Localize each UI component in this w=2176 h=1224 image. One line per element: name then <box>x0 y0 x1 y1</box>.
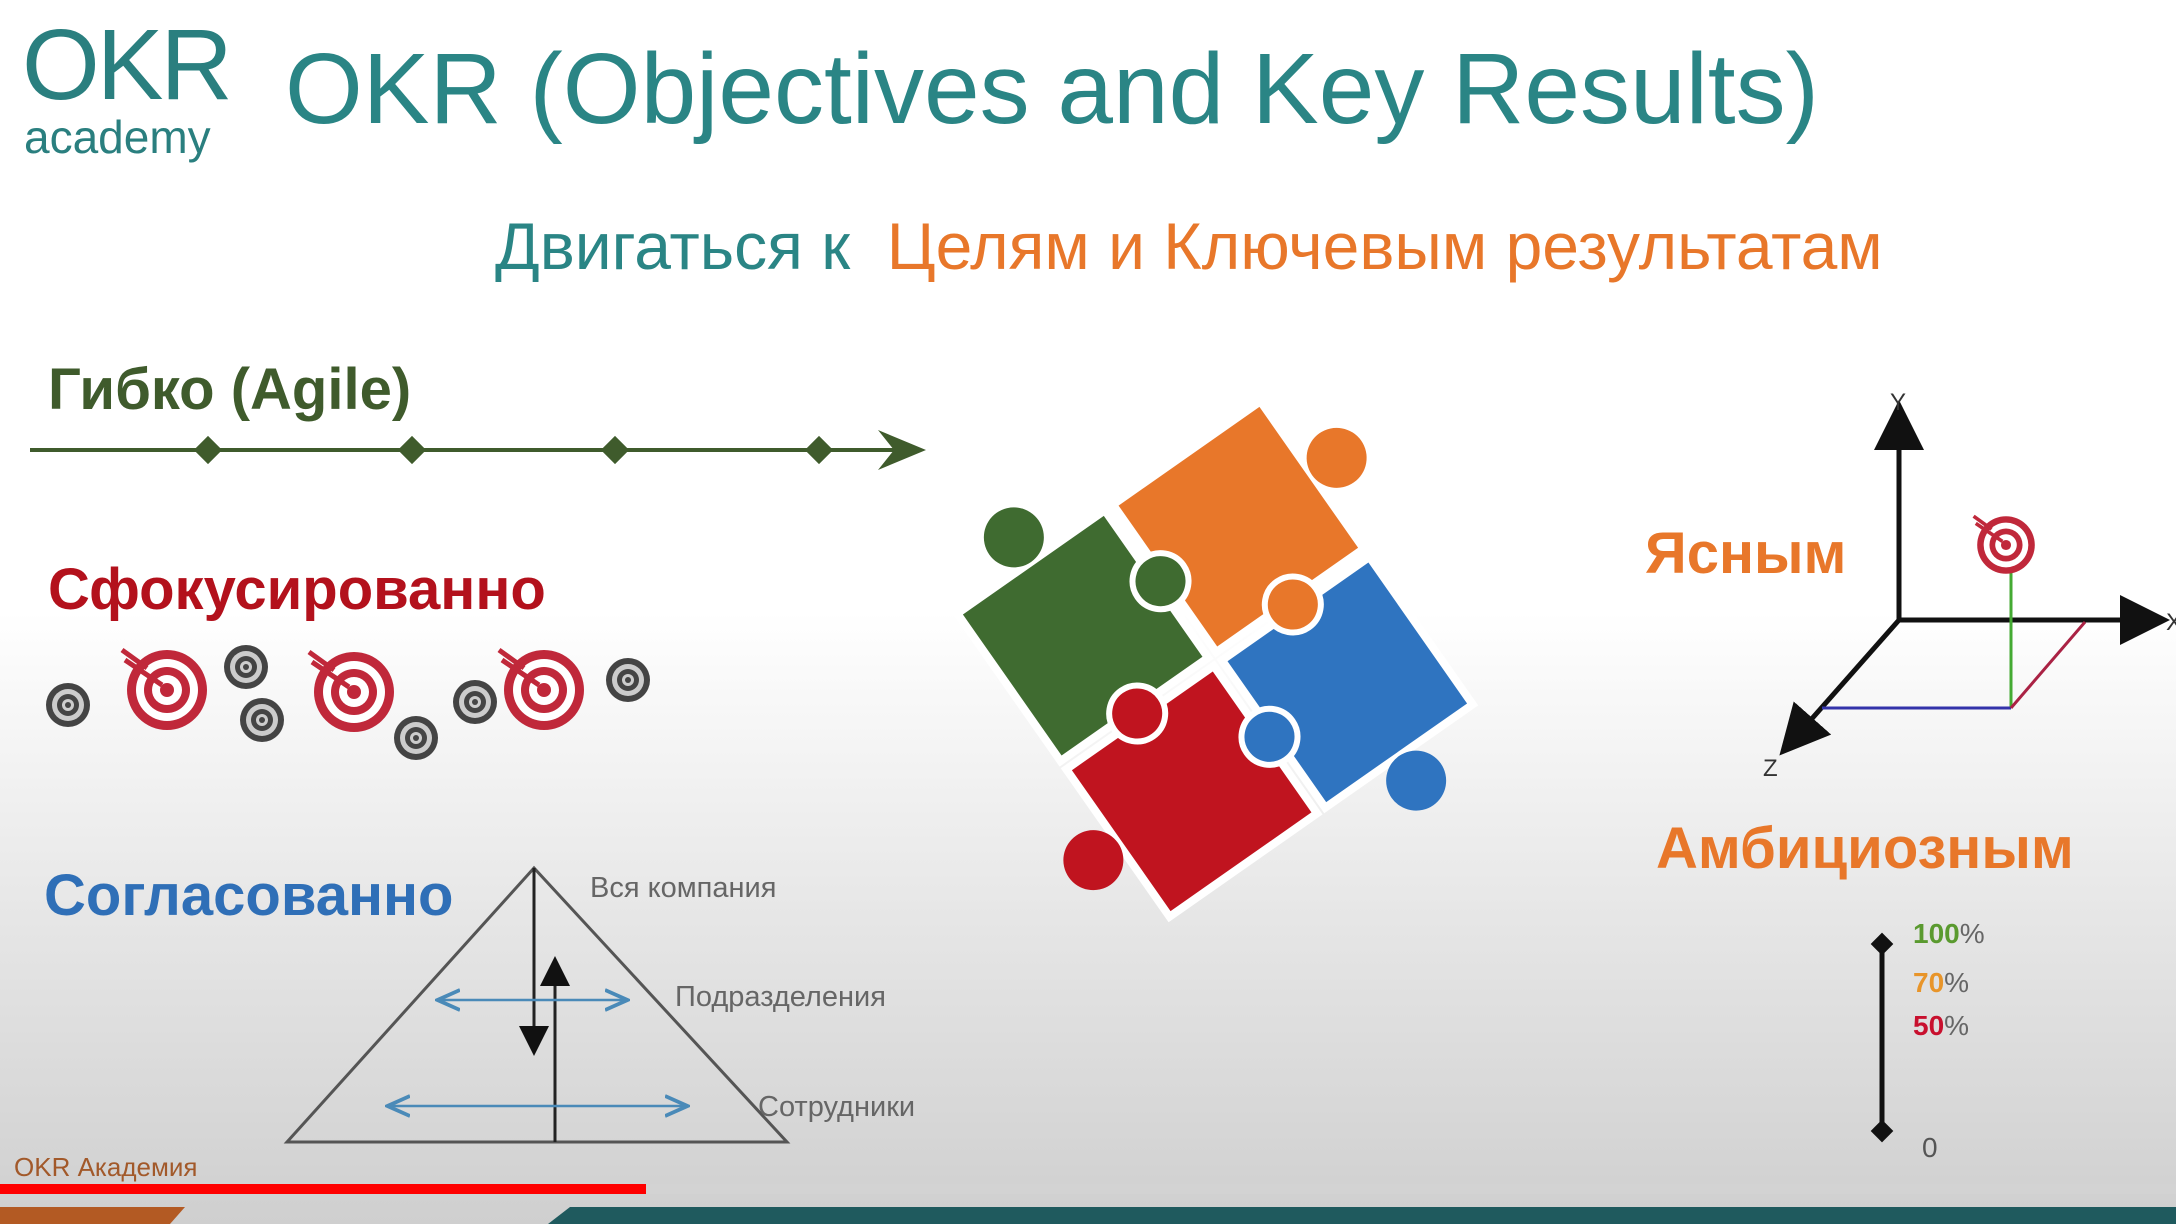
heading-agile: Гибко (Agile) <box>48 357 412 422</box>
axis-x-label: X <box>2166 609 2176 636</box>
ambition-scale <box>1870 932 1894 1143</box>
pyramid-level-divisions: Подразделения <box>675 981 886 1013</box>
scale-70: 70% <box>1913 967 1970 998</box>
pyramid-level-employees: Сотрудники <box>758 1091 916 1123</box>
targets-row-icon <box>46 645 650 760</box>
agile-timeline <box>30 430 926 470</box>
axis-z-label: Z <box>1763 755 1778 782</box>
channel-label: OKR Академия <box>14 1152 198 1182</box>
scale-50: 50% <box>1913 1010 1970 1041</box>
logo-okr: OKR <box>22 9 233 121</box>
slide-subtitle: Двигаться к Целям и Ключевым результатам <box>495 208 1883 284</box>
slide-title: OKR (Objectives and Key Results) <box>285 33 1819 145</box>
video-progress-fill[interactable] <box>0 1184 647 1194</box>
puzzle-icon <box>951 395 1479 923</box>
footer-band <box>0 1207 2176 1224</box>
axis-y-label: Y <box>1890 389 1906 416</box>
heading-ambitious: Амбициозным <box>1656 816 2074 881</box>
scale-0: 0 <box>1922 1132 1938 1163</box>
scale-100: 100% <box>1913 918 1985 949</box>
3d-axes-diagram: Y Z X <box>1763 389 2176 782</box>
heading-focused: Сфокусированно <box>48 557 546 622</box>
alignment-pyramid <box>283 865 791 1144</box>
logo-academy: academy <box>24 111 211 163</box>
heading-clear: Ясным <box>1645 521 1847 586</box>
subtitle-highlight: Целям и Ключевым результатам <box>886 209 1883 283</box>
subtitle-prefix: Двигаться к <box>495 209 851 283</box>
video-progress-bar[interactable] <box>0 1184 2176 1194</box>
heading-aligned: Согласованно <box>44 863 454 928</box>
pyramid-level-company: Вся компания <box>590 872 777 904</box>
